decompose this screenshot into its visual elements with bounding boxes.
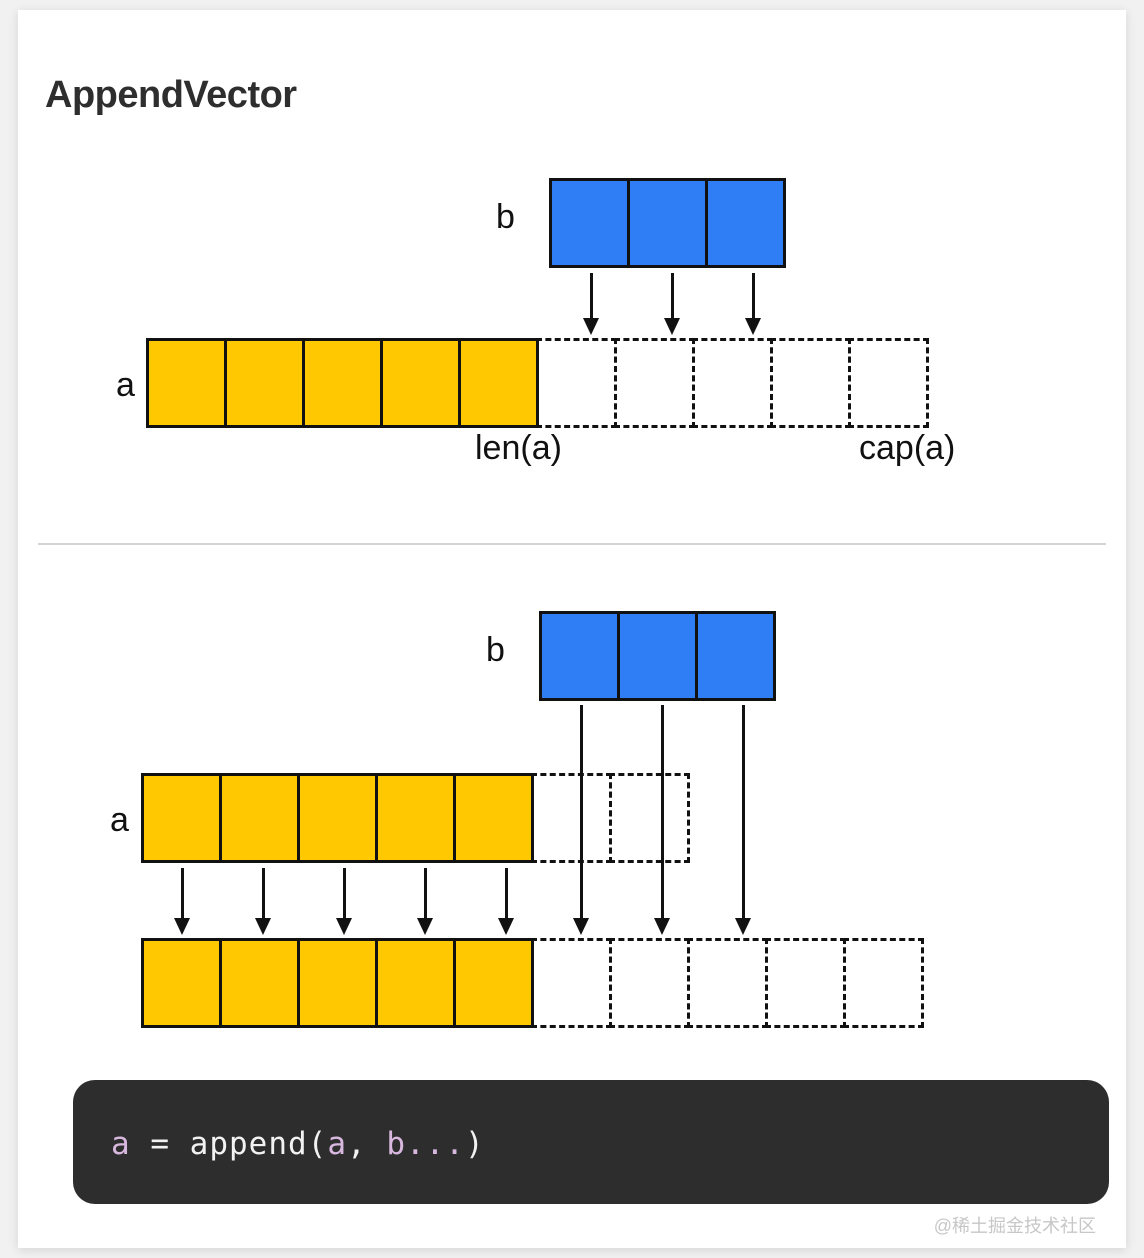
section2-b-label: b — [486, 631, 505, 669]
section1-b-vector — [549, 178, 786, 268]
a-cell[interactable] — [380, 338, 461, 428]
page-title: AppendVector — [45, 74, 297, 116]
a-cell[interactable] — [297, 773, 378, 863]
section1-a-vector — [146, 338, 929, 428]
a-cell[interactable] — [375, 773, 456, 863]
result-vector — [141, 938, 924, 1028]
code-var-a: a — [111, 1126, 131, 1162]
code-line: a = append(a, b...) — [111, 1126, 485, 1162]
a-cell[interactable] — [141, 773, 222, 863]
a-empty-cell[interactable] — [614, 338, 695, 428]
a-empty-cell[interactable] — [848, 338, 929, 428]
b-cell[interactable] — [695, 611, 776, 701]
result-empty-cell[interactable] — [765, 938, 846, 1028]
result-cell[interactable] — [141, 938, 222, 1028]
code-assign: = append( — [130, 1126, 328, 1162]
section-divider — [38, 543, 1106, 545]
code-arg-a: a — [327, 1126, 347, 1162]
a-cell[interactable] — [224, 338, 305, 428]
result-empty-cell[interactable] — [843, 938, 924, 1028]
section1-b-label: b — [496, 198, 515, 236]
watermark: @稀土掘金技术社区 — [933, 1216, 1096, 1236]
a-cell[interactable] — [458, 338, 539, 428]
code-separator: , — [346, 1126, 387, 1162]
a-empty-cell[interactable] — [770, 338, 851, 428]
result-cell[interactable] — [453, 938, 534, 1028]
result-empty-cell[interactable] — [687, 938, 768, 1028]
a-empty-cell[interactable] — [692, 338, 773, 428]
len-caption: len(a) — [475, 429, 562, 467]
result-cell[interactable] — [219, 938, 300, 1028]
a-cell[interactable] — [302, 338, 383, 428]
result-cell[interactable] — [297, 938, 378, 1028]
section2-a-vector — [141, 773, 690, 863]
code-suffix: ) — [464, 1126, 485, 1162]
section2-a-label: a — [110, 801, 129, 839]
result-empty-cell[interactable] — [609, 938, 690, 1028]
section2-b-vector — [539, 611, 776, 701]
b-cell[interactable] — [539, 611, 620, 701]
a-empty-cell[interactable] — [531, 773, 612, 863]
b-cell[interactable] — [617, 611, 698, 701]
b-cell[interactable] — [705, 178, 786, 268]
result-empty-cell[interactable] — [531, 938, 612, 1028]
a-empty-cell[interactable] — [536, 338, 617, 428]
code-block: a = append(a, b...) — [73, 1080, 1109, 1204]
a-empty-cell[interactable] — [609, 773, 690, 863]
a-cell[interactable] — [219, 773, 300, 863]
cap-caption: cap(a) — [859, 429, 956, 467]
b-cell[interactable] — [627, 178, 708, 268]
diagram-card: AppendVector b a len(a) cap(a) b — [18, 10, 1126, 1248]
b-cell[interactable] — [549, 178, 630, 268]
code-arg-b: b... — [386, 1126, 465, 1162]
section1-a-label: a — [116, 366, 135, 404]
a-cell[interactable] — [453, 773, 534, 863]
result-cell[interactable] — [375, 938, 456, 1028]
a-cell[interactable] — [146, 338, 227, 428]
